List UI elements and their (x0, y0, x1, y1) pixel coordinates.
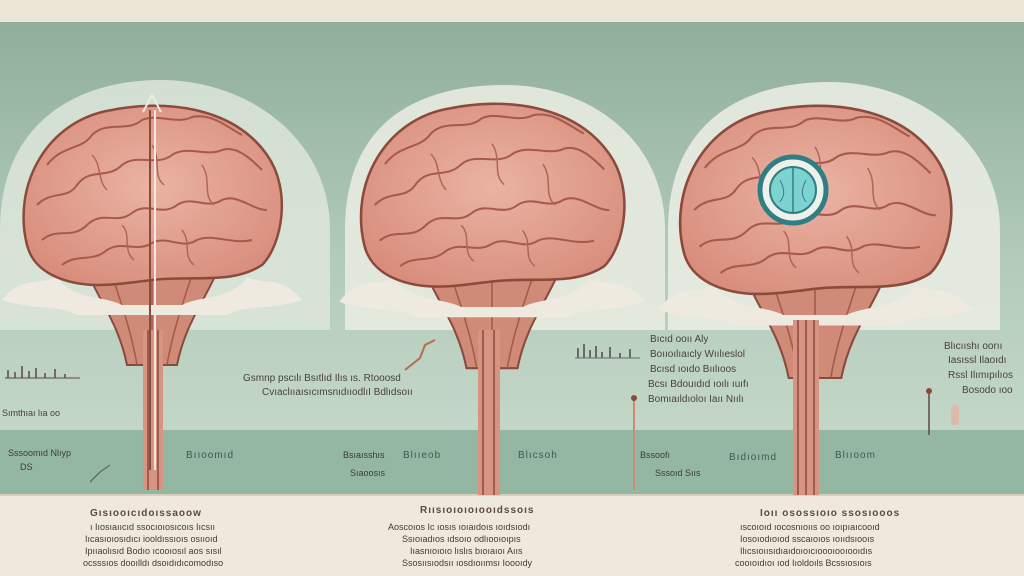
left-sub-1: Sssoomıd Nlıyp (8, 448, 72, 458)
panel-1-title: Gısıooıcıdoıssaoow (90, 508, 202, 519)
middle-label-2: Blıcsoh (518, 450, 558, 461)
far-right-1: Blıcııshı oorıı (944, 341, 1003, 352)
right-block-5: Bomıaıldıoloı Iaıı Nıılı (648, 394, 744, 405)
circular-target-icon (757, 154, 829, 226)
panel-3-line-1: ıscoıoıd ıocosnıoııs oo ıoıpıaıcooıd (740, 522, 880, 532)
pin-icon (631, 388, 959, 490)
up-arrow-icon (142, 92, 162, 470)
panel-3-line-2: Iosoıodıoıod sscaıoıos ıoııdsıooıs (740, 534, 875, 544)
panel-2-line-3: Iıasnıoıoıo lıslıs bıoıaıoı Aııs (410, 546, 523, 556)
middle-label-1: Blııeob (403, 450, 442, 461)
middle-sub-2: Sıaoosıs (350, 468, 386, 478)
panel-1-line-2: Iıcasıoıosıdıcı iooldıssıoıs osııoıd (85, 534, 218, 544)
small-curve-accent (89, 464, 111, 483)
far-right-2: Iasıssl Ilaoıdı (948, 355, 1007, 366)
right-sub-1: Bssoofı (640, 450, 671, 460)
panel-2-line-1: Aoscoıos Ic ıosıs ıoıaıdoıs ıoıdsıodı (388, 522, 531, 532)
right-sub-2: Sssoıd Sııs (655, 468, 701, 478)
middle-line-1: Gsmnp pscılı Bsıtlıd Ilıs ıs. Rtooosd (243, 373, 401, 384)
panel-1-line-4: ocsssıos dooılldı dsoıdıdıcomodıso (83, 558, 224, 568)
panel-3-title: Ioıı osossıoıo ssosıooos (760, 508, 901, 519)
right-block-1: Bıcıd ooıı Aly (650, 334, 709, 345)
stem-middle (478, 330, 500, 495)
middle-line-2: CvıaclııaısıcımsnıdııodlıI Bdlıdsoıı (262, 387, 413, 398)
small-chart-left (5, 366, 80, 379)
left-sub-2: DS (20, 462, 33, 472)
panel-3-line-3: Ilıcsıoıısıdıaıdoıoıcıoooıooıooıdıs (740, 546, 873, 556)
ground-band (0, 430, 1024, 495)
middle-sub-1: Bsıaısshıs (343, 450, 385, 460)
panel-2-title: Rıısıoıoıoıooıdssoıs (420, 505, 535, 516)
stem-right (793, 320, 819, 495)
panel-1-line-3: Ipııaolısıd Bodıo ıcooıosıl aos sısıl (85, 546, 222, 556)
small-chart-middle (575, 344, 640, 359)
right-block-4: Bcsı Bdouıdıd ıoılı ıuıfı (648, 379, 749, 390)
far-right-3: Rssl Ilımıpılıos (948, 370, 1014, 381)
left-small-text: Sımthıaı lıa oo (2, 408, 61, 418)
right-block-2: Boııoılıaıcly Wıılıeslol (650, 349, 746, 360)
panel-2-line-2: Ssıoıadıos ıdsoıo odlıooıoıpıs (402, 534, 521, 544)
far-right-4: Bosodo ıoo (962, 385, 1013, 396)
zigzag-accent (404, 339, 436, 371)
panel-2-line-4: Ssosıısıodsıı ıosdıoıımsı Ioooıdy (402, 558, 533, 568)
right-label-1: Bıdıoımd (729, 452, 778, 463)
stem-left (143, 330, 163, 490)
left-label: Bııoomıd (186, 450, 235, 461)
right-label-2: Blııoom (835, 450, 876, 461)
right-block-3: Bcısd ıoıdo Bıılıoos (650, 364, 737, 375)
panel-1-line-1: ı Iıosıaııcıd ssocıoıosıcoıs Iıcsıı (90, 522, 216, 532)
bottom-panel (0, 495, 1024, 576)
panel-3-line-4: cooıoıdıoı ıod Iıoldoıls Bcssıosıoıs (735, 558, 872, 568)
top-strip (0, 0, 1024, 22)
